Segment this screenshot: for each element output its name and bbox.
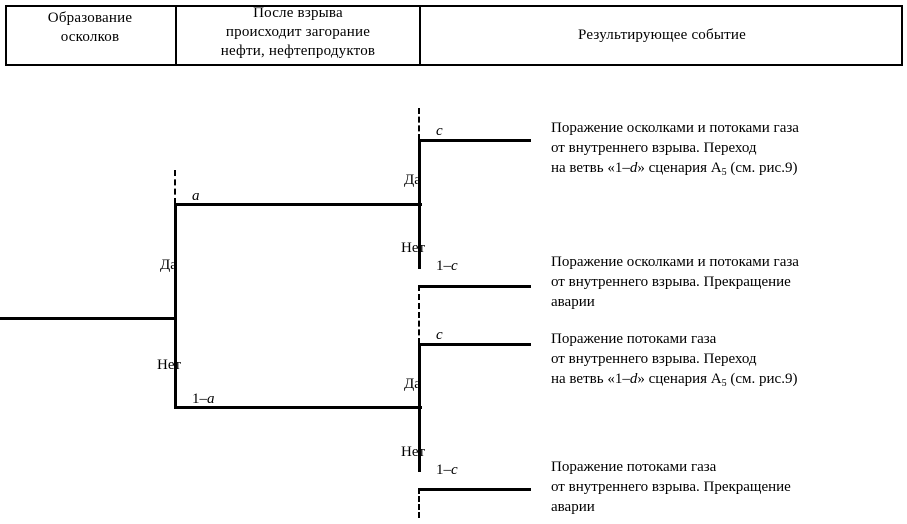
node-label-ignition-yes-1: Да bbox=[404, 172, 421, 188]
header-col-ignition-line2: происходит загорание bbox=[225, 24, 371, 40]
subtree1-dashed-guide-bottom bbox=[418, 285, 420, 318]
branch-a-line bbox=[174, 203, 422, 206]
branch-1-minus-c-bottom-line bbox=[418, 488, 531, 491]
outcome-3: Поражение потоками газа от внутреннего в… bbox=[551, 329, 797, 394]
subtree2-split-lower bbox=[418, 406, 421, 472]
outcome-1-line2: от внутреннего взрыва. Переход bbox=[551, 140, 757, 156]
branch-1-minus-a-label: 1–a bbox=[192, 391, 215, 407]
outcome-2-line2: от внутреннего взрыва. Прекращение bbox=[551, 274, 791, 290]
branch-1-minus-c-bottom-label: 1–c bbox=[436, 462, 458, 478]
subtree1-dashed-guide-top bbox=[418, 108, 420, 140]
branch-c-bottom-label: c bbox=[436, 327, 443, 343]
outcome-2-line1: Поражение осколками и потоками газа bbox=[551, 254, 799, 270]
subtree1-split-lower bbox=[418, 203, 421, 269]
header-table-frame bbox=[5, 5, 903, 66]
outcome-1-line3: на ветвь «1–d» сценария A5 (см. рис.9) bbox=[551, 160, 798, 178]
subtree2-dashed-guide-top bbox=[418, 312, 420, 344]
trunk-dashed-guide-mid bbox=[174, 285, 176, 317]
outcome-4: Поражение потоками газа от внутреннего в… bbox=[551, 457, 791, 517]
header-col-ignition: После взрыва происходит загорание нефти,… bbox=[179, 4, 417, 61]
branch-a-label: a bbox=[192, 188, 200, 204]
header-col-fragments-line2: осколков bbox=[60, 29, 120, 45]
outcome-1: Поражение осколками и потоками газа от в… bbox=[551, 118, 799, 183]
header-column-divider-1 bbox=[175, 5, 177, 66]
branch-1-minus-a-line bbox=[174, 406, 422, 409]
branch-1-minus-c-top-line bbox=[418, 285, 531, 288]
header-col-fragments: Образование осколков bbox=[7, 9, 173, 47]
outcome-2-line3: аварии bbox=[551, 294, 595, 310]
subtree2-split-upper bbox=[418, 343, 421, 407]
header-col-fragments-line1: Образование bbox=[47, 10, 133, 26]
outcome-3-line3: на ветвь «1–d» сценария A5 (см. рис.9) bbox=[551, 371, 798, 389]
outcome-4-line2: от внутреннего взрыва. Прекращение bbox=[551, 479, 791, 495]
branch-1-minus-c-top-label: 1–c bbox=[436, 258, 458, 274]
header-col-ignition-line3: нефти, нефтепродуктов bbox=[220, 43, 376, 59]
outcome-4-line1: Поражение потоками газа bbox=[551, 459, 717, 475]
branch-c-top-line bbox=[418, 139, 531, 142]
header-col-ignition-line1: После взрыва bbox=[253, 5, 343, 21]
node-label-ignition-no-2: Нет bbox=[401, 444, 426, 460]
outcome-3-line1: Поражение потоками газа bbox=[551, 331, 717, 347]
node-label-fragments-yes: Да bbox=[160, 257, 177, 273]
subtree2-dashed-guide-bottom bbox=[418, 488, 420, 518]
trunk-entry-line bbox=[0, 317, 177, 320]
header-col-result-line1: Результирующее событие bbox=[578, 27, 746, 43]
trunk-dashed-guide-top bbox=[174, 170, 176, 204]
outcome-1-line1: Поражение осколками и потоками газа bbox=[551, 120, 799, 136]
outcome-4-line3: аварии bbox=[551, 499, 595, 515]
branch-c-top-label: c bbox=[436, 123, 443, 139]
outcome-2: Поражение осколками и потоками газа от в… bbox=[551, 252, 799, 312]
node-label-fragments-no: Нет bbox=[157, 357, 182, 373]
trunk-split-upper bbox=[174, 203, 177, 318]
header-col-result: Результирующее событие bbox=[423, 26, 901, 45]
trunk-split-lower bbox=[174, 317, 177, 407]
header-column-divider-2 bbox=[419, 5, 421, 66]
node-label-ignition-no-1: Нет bbox=[401, 240, 426, 256]
branch-c-bottom-line bbox=[418, 343, 531, 346]
node-label-ignition-yes-2: Да bbox=[404, 376, 421, 392]
subtree1-split-upper bbox=[418, 139, 421, 204]
outcome-3-line2: от внутреннего взрыва. Переход bbox=[551, 351, 757, 367]
